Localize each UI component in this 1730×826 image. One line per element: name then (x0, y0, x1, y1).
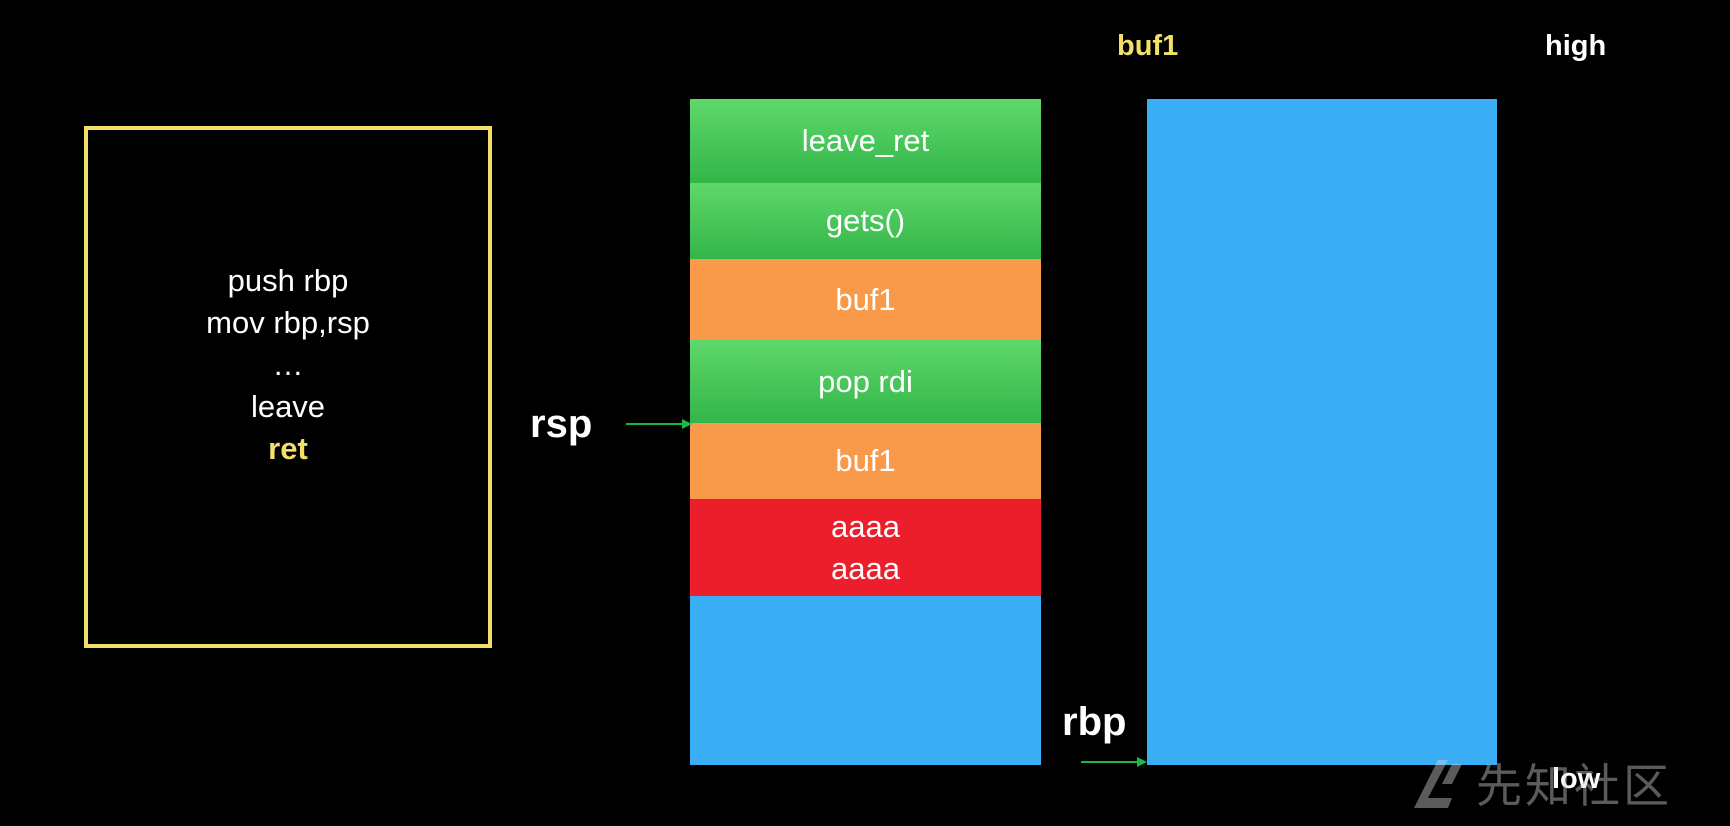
buf1-label: buf1 (1117, 30, 1179, 62)
low-address-label: low (1552, 763, 1601, 795)
stack-diagram: leave_ret gets() buf1 pop rdi buf1 aaaa aaaa (690, 99, 1041, 765)
stack-slot (690, 596, 1041, 765)
rsp-arrow-icon (626, 419, 692, 429)
code-line: leave (250, 389, 326, 424)
rbp-pointer-label: rbp (1062, 700, 1127, 744)
stack-slot: buf1 (690, 259, 1041, 340)
stack-slot: buf1 (690, 423, 1041, 499)
stack-slot-label: leave_ret (801, 123, 930, 158)
code-line: mov rbp,rsp (206, 305, 370, 340)
stack-slot: aaaa aaaa (690, 499, 1041, 596)
stack-slot-label: aaaa (831, 508, 900, 544)
function-code-box: push rbp mov rbp,rsp … leave ret (84, 126, 492, 648)
stack-slot: gets() (690, 183, 1041, 259)
stack-slot-label: buf1 (835, 281, 896, 317)
watermark-text: 先知社区 (1476, 759, 1672, 813)
rsp-pointer-label: rsp (530, 402, 593, 446)
stack-slot: leave_ret (690, 99, 1041, 183)
stack-slot-label: aaaa (831, 550, 900, 586)
xianzhi-logo-icon (1414, 760, 1462, 808)
stack-slot-label: gets() (825, 203, 906, 238)
code-line: … (272, 347, 304, 382)
buf1-memory-region (1147, 99, 1497, 765)
code-line: ret (268, 431, 308, 466)
code-line: push rbp (227, 263, 349, 298)
rbp-arrow-icon (1081, 757, 1147, 767)
stack-slot-label: pop rdi (818, 363, 913, 399)
stack-slot-label: buf1 (835, 443, 896, 478)
high-address-label: high (1545, 30, 1607, 62)
watermark: 先知社区 (1408, 752, 1708, 814)
stack-slot: pop rdi (690, 340, 1041, 423)
